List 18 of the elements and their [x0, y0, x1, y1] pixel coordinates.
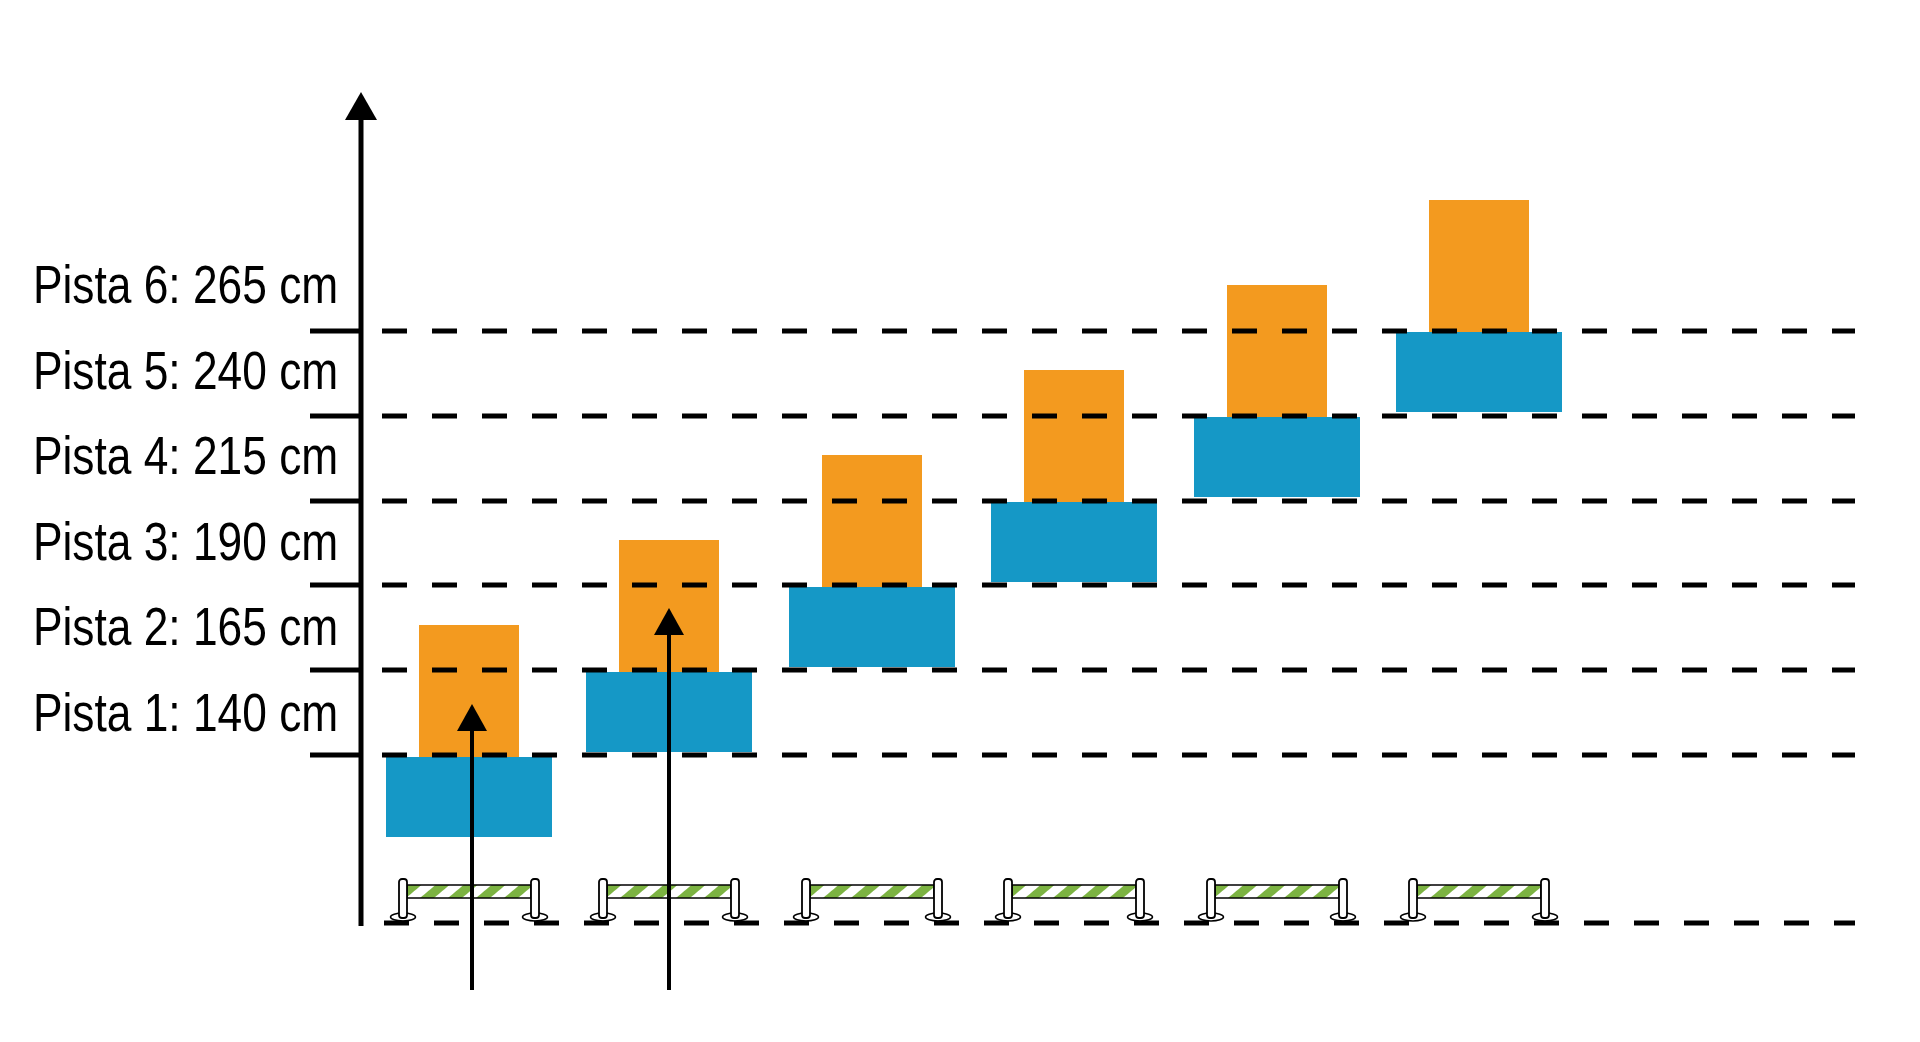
lower-block [789, 587, 955, 667]
lower-block [991, 502, 1157, 582]
lower-block [1396, 332, 1562, 412]
level-label: Pista 6: 265 cm [33, 257, 339, 311]
level-label: Pista 1: 140 cm [33, 684, 339, 739]
level-label: Pista 3: 190 cm [33, 513, 339, 568]
upper-block [619, 540, 719, 672]
lower-block [386, 757, 552, 837]
lower-block [1194, 417, 1360, 497]
upper-block [1024, 370, 1124, 502]
upper-block [419, 625, 519, 757]
upper-block [1429, 200, 1529, 332]
level-label: Pista 5: 240 cm [33, 342, 339, 397]
upper-block [822, 455, 922, 587]
upper-block [1227, 285, 1327, 417]
level-label: Pista 4: 215 cm [33, 428, 339, 482]
level-label: Pista 2: 165 cm [33, 599, 339, 653]
lower-block [586, 672, 752, 752]
